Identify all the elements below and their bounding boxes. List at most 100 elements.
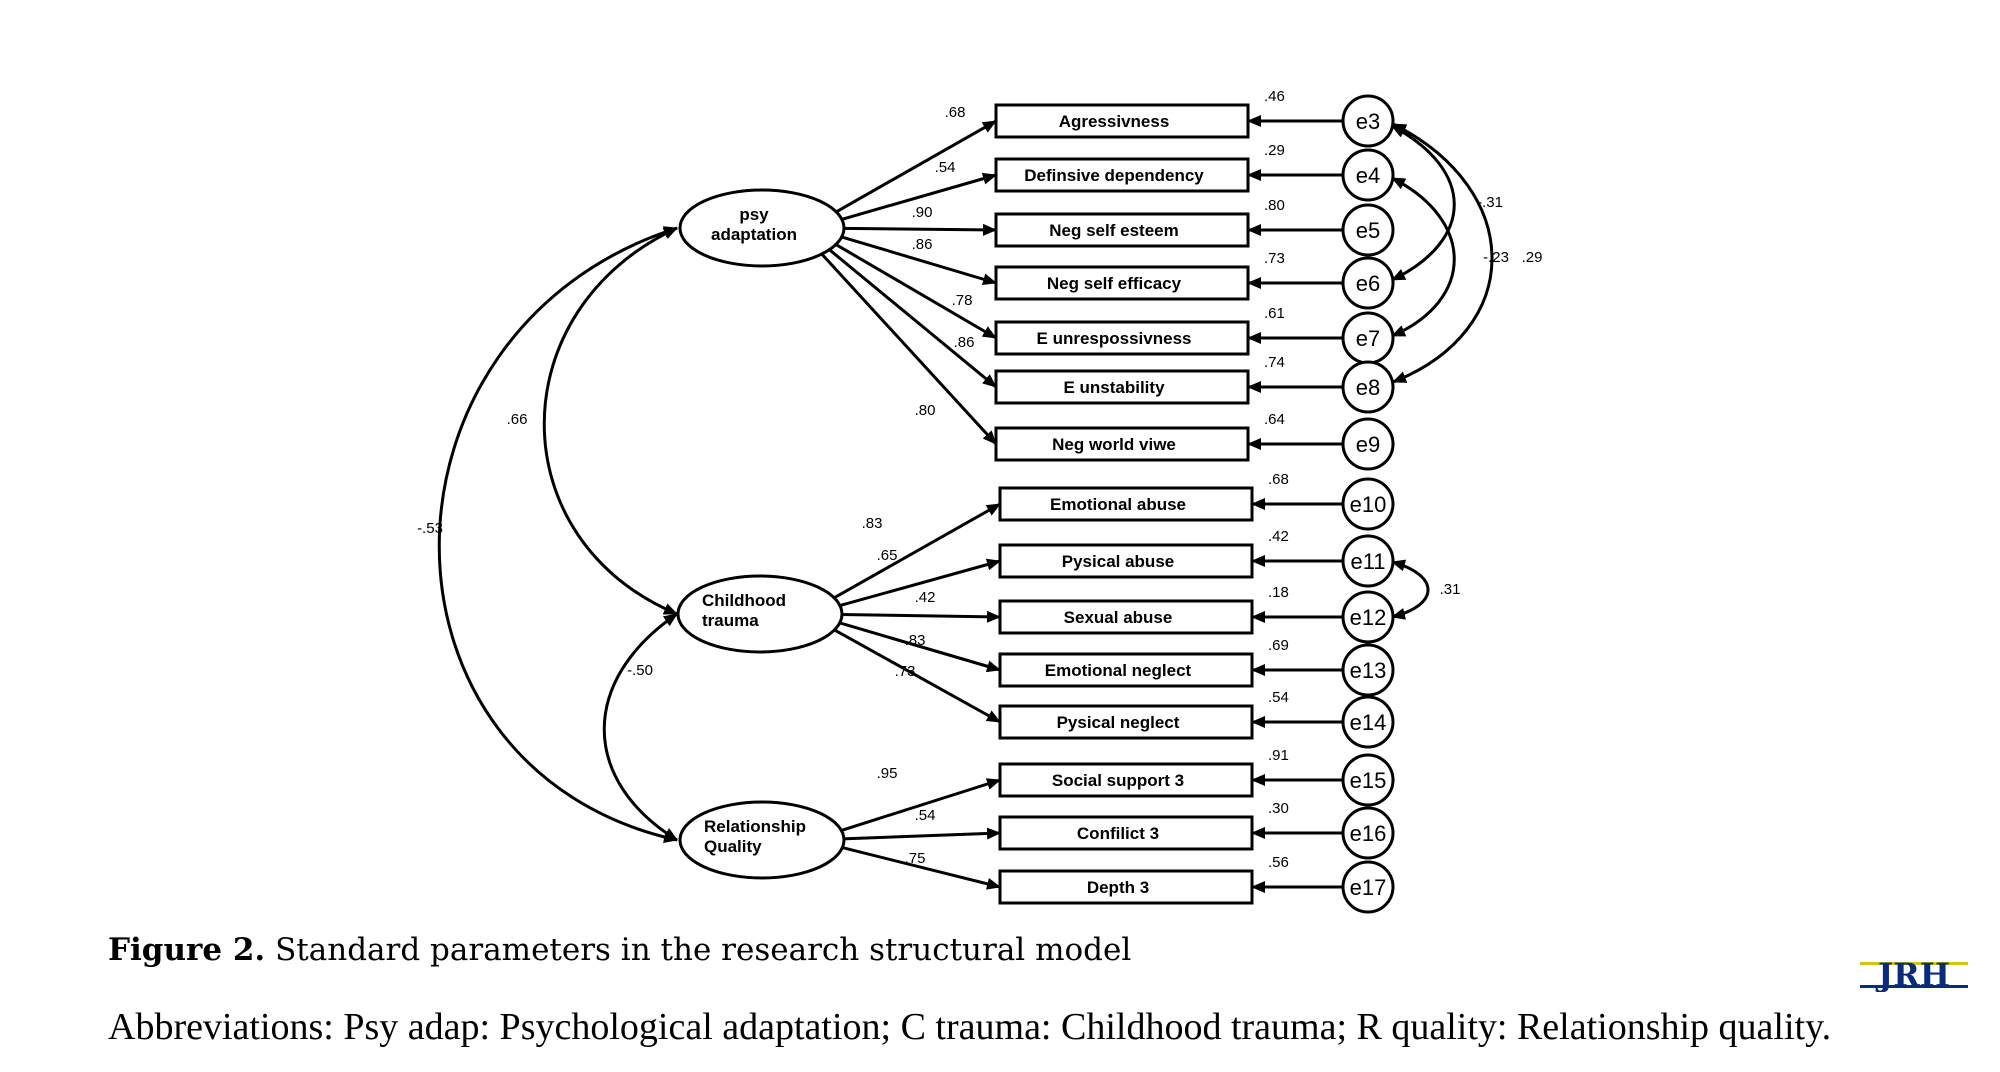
error-e8-circle [1341, 360, 1395, 414]
loading-path-3 [842, 223, 997, 236]
loading-label-4: .86 [912, 236, 933, 253]
sem-path-diagram: psyadaptationChildhoodtraumaRelationship… [417, 88, 1543, 914]
latent-ct-label-1: trauma [702, 611, 759, 630]
loading-path-10 [840, 610, 1001, 623]
error-e8-label: e8 [1356, 375, 1380, 400]
error-covariance-label-e3-e8: .29 [1522, 249, 1543, 266]
error-e10-label: e10 [1350, 492, 1387, 517]
loading-label-3: .90 [912, 204, 933, 221]
loading-path-9 [838, 558, 1001, 608]
error-e11-label: e11 [1350, 549, 1385, 574]
loading-label-2: .54 [935, 159, 956, 176]
loading-label-1: .68 [945, 104, 966, 121]
r2-label-e9: .64 [1264, 411, 1285, 428]
error-e3-circle [1341, 94, 1395, 148]
error-e4-circle [1341, 148, 1395, 202]
abbreviations-note: Abbreviations: Psy adap: Psychological a… [108, 1006, 1832, 1048]
error-e6-label: e6 [1356, 271, 1380, 296]
r2-label-e12: .18 [1268, 584, 1289, 601]
figure-caption: Figure 2. Standard parameters in the res… [108, 932, 1131, 968]
error-e13-label: e13 [1350, 658, 1387, 683]
error-covariance-e3-e6 [1391, 124, 1456, 282]
r2-label-e5: .80 [1264, 197, 1285, 214]
r2-label-e14: .54 [1268, 689, 1289, 706]
error-e3-label: e3 [1356, 109, 1380, 134]
error-e9-circle [1341, 417, 1395, 471]
indicator-label-confilict-3: Confilict 3 [1077, 824, 1159, 843]
loading-label-14: .54 [915, 807, 936, 824]
error-e9-label: e9 [1356, 432, 1380, 457]
error-e16-label: e16 [1350, 821, 1387, 846]
r2-label-e15: .91 [1268, 747, 1289, 764]
latent-covariance-ct-rq [602, 612, 678, 842]
loading-path-14 [842, 827, 1001, 841]
loading-label-8: .83 [862, 515, 883, 532]
error-covariance-label-e11-e12: .31 [1440, 581, 1461, 598]
error-covariance-e4-e7 [1391, 176, 1456, 338]
indicator-box-depth-3 [998, 869, 1254, 905]
error-e16-circle [1341, 806, 1395, 860]
jrh-logo: JRH [1860, 958, 1968, 992]
indicator-box-social-support-3 [998, 762, 1254, 798]
figure-caption-label: Figure 2. [108, 932, 266, 968]
latent-psy-ellipse [678, 188, 846, 268]
indicator-box-confilict-3 [998, 815, 1254, 851]
indicator-label-pysical-neglect: Pysical neglect [1057, 713, 1180, 732]
indicator-box-e-unstability [994, 369, 1250, 405]
loading-path-13 [839, 778, 1001, 833]
loading-label-11: .83 [905, 632, 926, 649]
error-e13-circle [1341, 643, 1395, 697]
loading-label-7: .80 [915, 402, 936, 419]
loading-label-5: .78 [952, 292, 973, 309]
indicator-box-neg-world-viwe [994, 426, 1250, 462]
error-e14-circle [1341, 695, 1395, 749]
latent-rq-label-1: Quality [704, 837, 762, 856]
error-e6-circle [1341, 256, 1395, 310]
indicator-box-sexual-abuse [998, 599, 1254, 635]
indicator-label-sexual-abuse: Sexual abuse [1064, 608, 1173, 627]
error-covariance-e3-e8 [1392, 122, 1494, 384]
error-e11-circle [1341, 534, 1395, 588]
error-covariance-e11-e12 [1391, 559, 1430, 620]
indicator-label-pysical-abuse: Pysical abuse [1062, 552, 1174, 571]
loading-path-2 [839, 172, 997, 222]
indicator-box-pysical-neglect [998, 704, 1254, 740]
error-e5-circle [1341, 203, 1395, 257]
indicator-label-social-support-3: Social support 3 [1052, 771, 1184, 790]
latent-ct-ellipse [676, 574, 844, 654]
latent-ct-label-0: Childhood [702, 591, 786, 610]
r2-label-e4: .29 [1264, 142, 1285, 159]
r2-label-e7: .61 [1264, 305, 1285, 322]
loading-path-1 [834, 119, 997, 214]
error-e10-circle [1341, 477, 1395, 531]
error-e15-label: e15 [1350, 768, 1387, 793]
latent-covariance-psy-ct [542, 226, 678, 616]
r2-label-e10: .68 [1268, 471, 1289, 488]
indicator-label-definsive-dependency: Definsive dependency [1024, 166, 1204, 185]
indicator-box-neg-self-efficacy [994, 265, 1250, 301]
loading-path-5 [833, 242, 997, 340]
indicator-box-e-unrespossivness [994, 320, 1250, 356]
latent-psy-label-0: psy [739, 205, 769, 224]
indicator-box-agressivness [994, 103, 1250, 139]
indicator-label-neg-world-viwe: Neg world viwe [1052, 435, 1176, 454]
error-e4-label: e4 [1356, 163, 1380, 188]
indicator-label-neg-self-efficacy: Neg self efficacy [1047, 274, 1182, 293]
loading-path-12 [832, 627, 1001, 724]
latent-covariance-label-ct-rq: -.50 [627, 662, 653, 679]
error-e5-label: e5 [1356, 218, 1380, 243]
loading-path-15 [840, 845, 1001, 890]
error-e17-circle [1341, 860, 1395, 914]
r2-label-e17: .56 [1268, 854, 1289, 871]
loading-path-11 [837, 621, 1001, 673]
error-covariance-label-e3-e6: -.31 [1477, 194, 1503, 211]
indicator-box-emotional-abuse [998, 486, 1254, 522]
indicator-label-neg-self-esteem: Neg self esteem [1049, 221, 1178, 240]
latent-psy-label-1: adaptation [711, 225, 797, 244]
indicator-box-emotional-neglect [998, 652, 1254, 688]
r2-label-e3: .46 [1264, 88, 1285, 105]
loading-label-13: .95 [877, 765, 898, 782]
loading-label-9: .65 [877, 547, 898, 564]
r2-label-e11: .42 [1268, 528, 1289, 545]
indicator-box-definsive-dependency [994, 157, 1250, 193]
